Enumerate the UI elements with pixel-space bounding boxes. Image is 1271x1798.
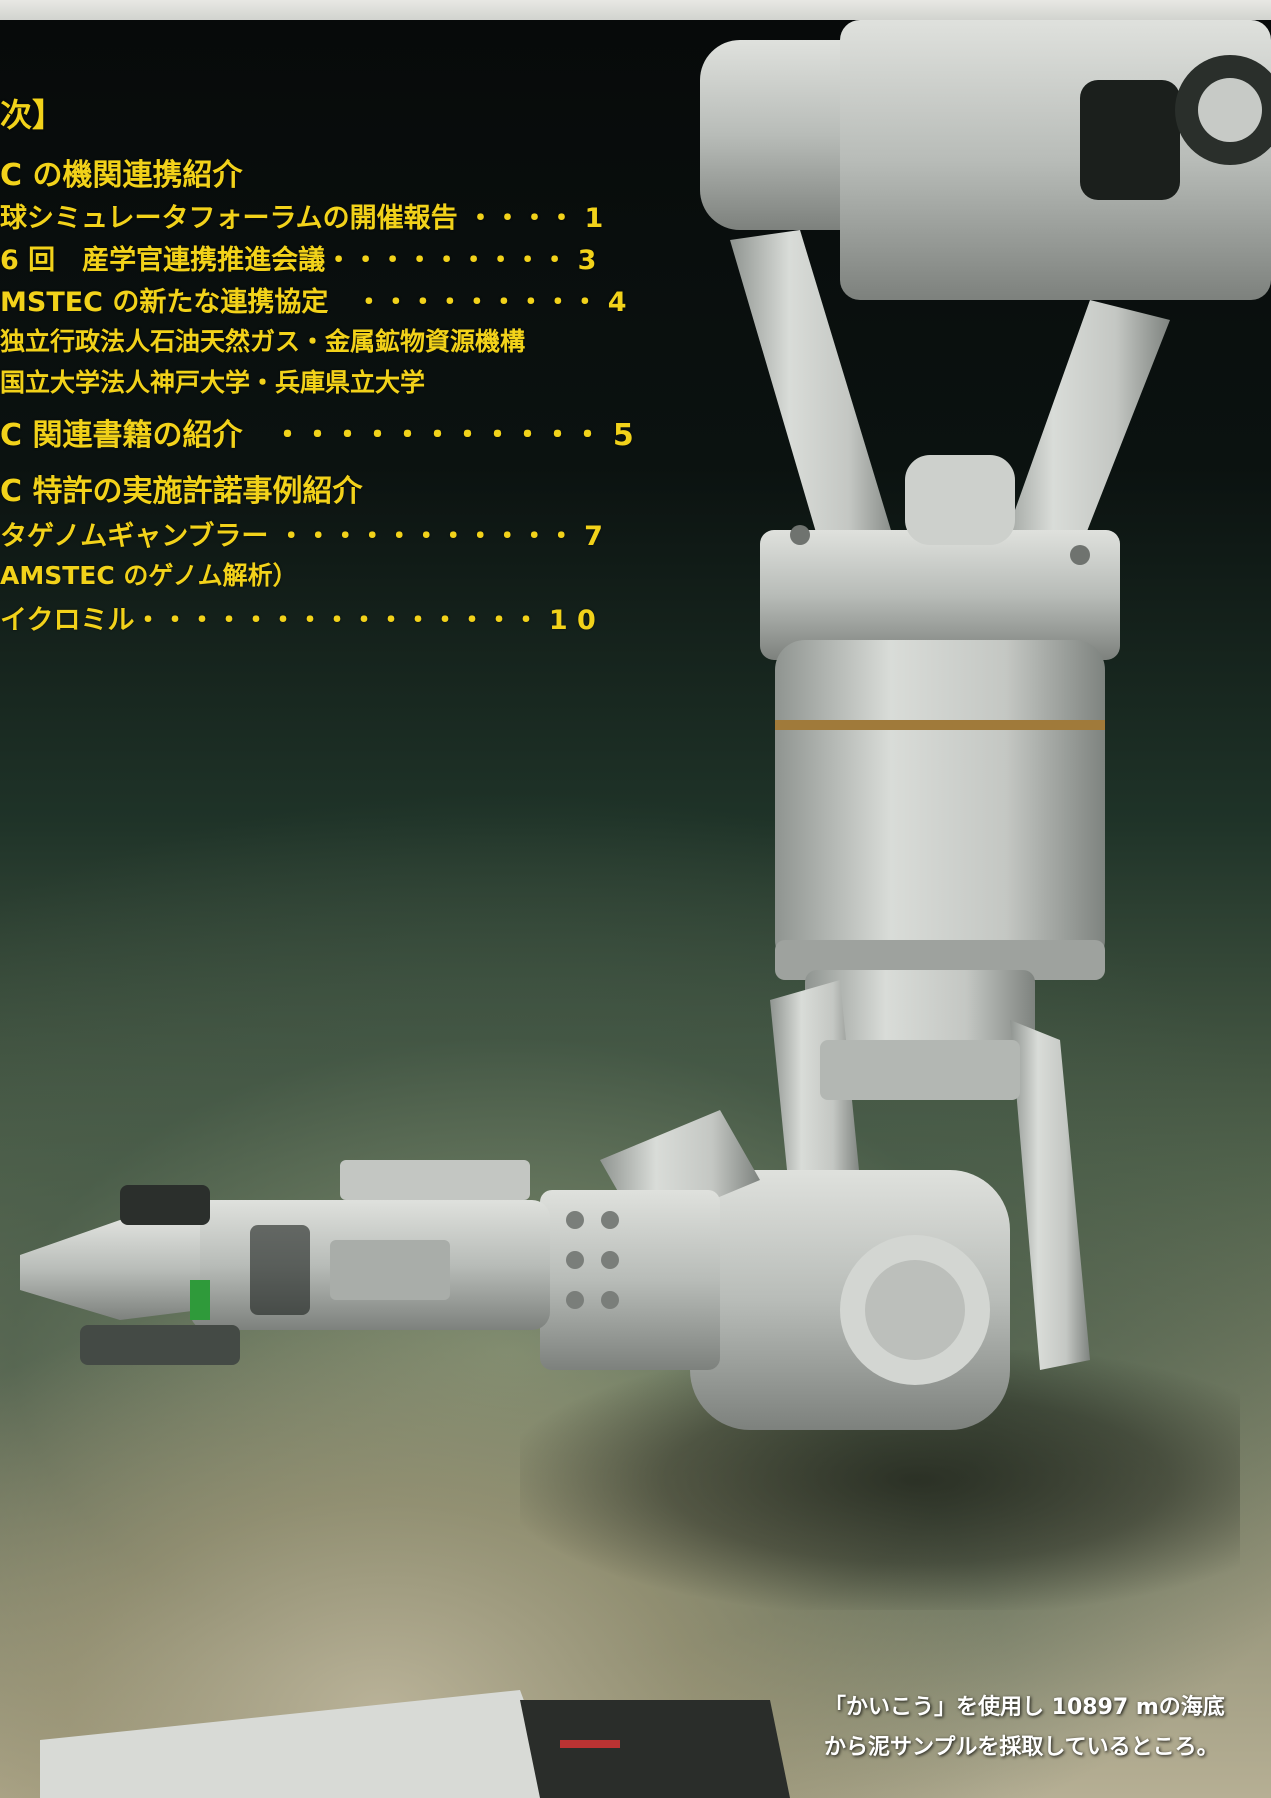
arm-elbow-links xyxy=(770,980,1090,1370)
arm-upper-links xyxy=(730,230,1170,600)
arm-shoulder xyxy=(760,455,1120,660)
toc-item-new-agreements: MSTEC の新たな連携協定 ・・・・・・・・・ 4 xyxy=(0,287,627,318)
arm-main-cylinder xyxy=(775,640,1105,1050)
arm-upper-housing xyxy=(700,20,1271,300)
toc-heading: 次】 xyxy=(0,96,65,134)
toc-item-industry-academia-meeting: 6 回 産学官連携推進会議・・・・・・・・・ 3 xyxy=(0,245,597,276)
toc-subitem-universities: 国立大学法人神戸大学・兵庫県立大学 xyxy=(0,368,426,397)
toc-subitem-jogmec: 独立行政法人石油天然ガス・金属鉱物資源機構 xyxy=(0,327,526,356)
caption-line-1: 「かいこう」を使用し 10897 mの海底 xyxy=(824,1695,1225,1720)
photo-caption: 「かいこう」を使用し 10897 mの海底 から泥サンプルを採取しているところ。 xyxy=(824,1688,1264,1768)
toc-subitem-genome-analysis: AMSTEC のゲノム解析） xyxy=(0,561,298,590)
toc-section-institutional-cooperation: C の機関連携紹介 xyxy=(0,158,243,193)
top-border-strip xyxy=(0,0,1271,22)
arm-gripper xyxy=(20,1185,550,1365)
toc-section-related-books: C 関連書籍の紹介 ・・・・・・・・・・・ 5 xyxy=(0,418,634,453)
toc-item-metagenome-gambler: タゲノムギャンブラー ・・・・・・・・・・・ 7 xyxy=(0,521,603,552)
toc-item-simulator-forum: 球シミュレータフォーラムの開催報告 ・・・・ 1 xyxy=(0,203,604,234)
sample-container-foreground xyxy=(40,1690,790,1798)
toc-section-patent-licensing: C 特許の実施許諾事例紹介 xyxy=(0,474,363,509)
arm-forearm xyxy=(340,1110,1010,1430)
caption-line-2: から泥サンプルを採取しているところ。 xyxy=(824,1735,1219,1760)
toc-item-micromill: イクロミル・・・・・・・・・・・・・・・ 1 0 xyxy=(0,605,596,636)
